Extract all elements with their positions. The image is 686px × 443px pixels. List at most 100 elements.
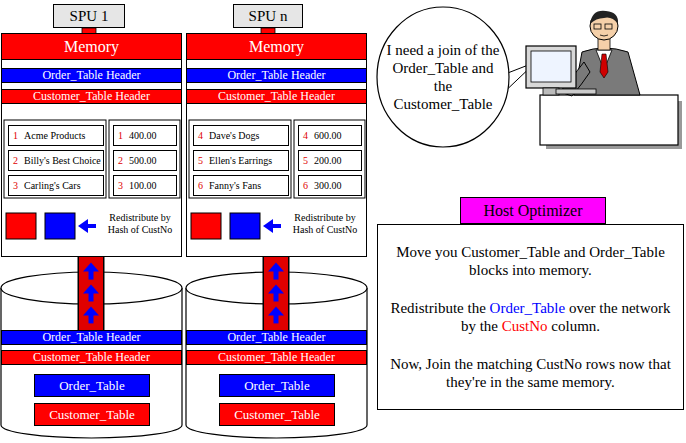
memory-panel-text: Memory (187, 34, 366, 60)
row-value: 300.00 (314, 180, 342, 191)
customer-header-band-text: Customer_Table Header (218, 350, 335, 365)
step-text: Now, Join the matching CustNo rows now t… (390, 356, 671, 390)
customer-row: 4 Dave's Dogs (193, 125, 289, 146)
order-block (45, 213, 75, 239)
person-at-desk (526, 11, 682, 149)
transfer-pipe (268, 257, 284, 330)
order-table-block: Order_Table (219, 374, 335, 397)
order-row: 2500.00 (113, 150, 177, 171)
row-number: 2 (118, 155, 123, 166)
host-optimizer-label: Host Optimizer (460, 197, 606, 224)
pipe-outline (263, 257, 290, 330)
customer-header-band-text: Customer_Table Header (218, 89, 335, 104)
row-number: 4 (303, 130, 308, 141)
redistribute-arrow (78, 219, 88, 233)
row-container (294, 120, 365, 198)
redistribute-arrow (263, 219, 273, 233)
row-value: 100.00 (129, 180, 157, 191)
order-header-band: Order_Table Header (1, 68, 182, 83)
row-value: Carling's Cars (24, 180, 81, 191)
memory-panel: MemoryOrder_Table HeaderCustomer_Table H… (1, 33, 182, 257)
order-table-block-text: Order_Table (244, 378, 310, 394)
row-value: Fanny's Fans (209, 180, 261, 191)
disk-cylinder (1, 272, 182, 438)
customer-row: 5Ellen's Earrings (193, 150, 289, 171)
row-number: 4 (198, 130, 203, 141)
order-row: 3100.00 (113, 175, 177, 196)
spu-label-text: SPU n (249, 8, 288, 25)
memory-panel-text: Memory (2, 34, 181, 60)
flow-arrowhead (83, 306, 99, 315)
customer-header-band: Customer_Table Header (1, 89, 182, 104)
pipe-outline (78, 257, 105, 330)
step-text: Move you Customer_Table and Order_Table … (396, 244, 665, 278)
row-number: 5 (303, 155, 308, 166)
customer-table-block: Customer_Table (219, 403, 335, 426)
spu-label-text: SPU 1 (70, 8, 109, 25)
row-number: 1 (118, 130, 123, 141)
customer-row: 1 Acme Products (8, 125, 104, 146)
order-row: 5 200.00 (298, 150, 362, 171)
row-number: 5 (198, 155, 203, 166)
order-table-block-text: Order_Table (59, 378, 125, 394)
order-header-band-text: Order_Table Header (227, 330, 325, 345)
customer-row: 2 Billy's Best Choice (8, 150, 104, 171)
order-header-band: Order_Table Header (186, 68, 367, 83)
row-number: 3 (13, 180, 18, 191)
redistribute-note: Redistribute by Hash of CustNo (284, 212, 366, 235)
bubble-ellipse (377, 7, 509, 147)
row-container (189, 120, 291, 198)
order-block (230, 213, 260, 239)
order-row: 1 400.00 (113, 125, 177, 146)
customer-header-band-text: Customer_Table Header (33, 89, 150, 104)
customer-header-band-text: Customer_Table Header (33, 350, 150, 365)
pipe-body (79, 257, 103, 330)
order-row: 4600.00 (298, 125, 362, 146)
order-row: 6 300.00 (298, 175, 362, 196)
optimizer-steps: Move you Customer_Table and Order_Table … (377, 224, 684, 410)
customer-row: 6 Fanny's Fans (193, 175, 289, 196)
speech-bubble: I need a join of the Order_Table and the… (376, 6, 510, 148)
spu-label: SPU 1 (53, 4, 125, 28)
bubble-outline (376, 6, 510, 148)
step-text: Order_Table (490, 300, 566, 316)
flow-arrowhead (268, 285, 284, 294)
order-table-block: Order_Table (34, 374, 150, 397)
order-header-band: Order_Table Header (186, 330, 367, 345)
order-header-band-text: Order_Table Header (42, 330, 140, 345)
flow-arrowhead (268, 306, 284, 315)
customer-table-block: Customer_Table (34, 403, 150, 426)
step-text: Redistribute the (390, 300, 485, 316)
step-text: column. (551, 318, 600, 334)
transfer-pipe (83, 257, 99, 330)
row-container (4, 120, 106, 198)
row-value: 400.00 (129, 130, 157, 141)
order-header-band-text: Order_Table Header (42, 68, 140, 83)
step-paragraph: Now, Join the matching CustNo rows now t… (386, 355, 675, 391)
redistribute-note: Redistribute by Hash of CustNo (99, 212, 181, 235)
customer-table-block-text: Customer_Table (234, 407, 320, 423)
row-value: Billy's Best Choice (24, 155, 101, 166)
pipe-body (264, 257, 288, 330)
row-value: Dave's Dogs (209, 130, 259, 141)
step-paragraph: Redistribute theOrder_Tableover the netw… (386, 299, 675, 335)
disk-cylinder (186, 272, 367, 438)
customer-block (6, 213, 36, 239)
customer-row: 3 Carling's Cars (8, 175, 104, 196)
row-value: Acme Products (24, 130, 85, 141)
speech-bubble-text: I need a join of the Order_Table and the… (386, 41, 501, 113)
row-number: 6 (303, 180, 308, 191)
row-number: 2 (13, 155, 18, 166)
row-number: 6 (198, 180, 203, 191)
order-header-band: Order_Table Header (1, 330, 182, 345)
step-paragraph: Move you Customer_Table and Order_Table … (386, 243, 675, 279)
customer-table-block-text: Customer_Table (49, 407, 135, 423)
step-text: CustNo (502, 318, 548, 334)
customer-header-band: Customer_Table Header (186, 350, 367, 365)
row-container (109, 120, 180, 198)
spu-label: SPU n (233, 4, 303, 28)
row-value: 200.00 (314, 155, 342, 166)
row-number: 1 (13, 130, 18, 141)
